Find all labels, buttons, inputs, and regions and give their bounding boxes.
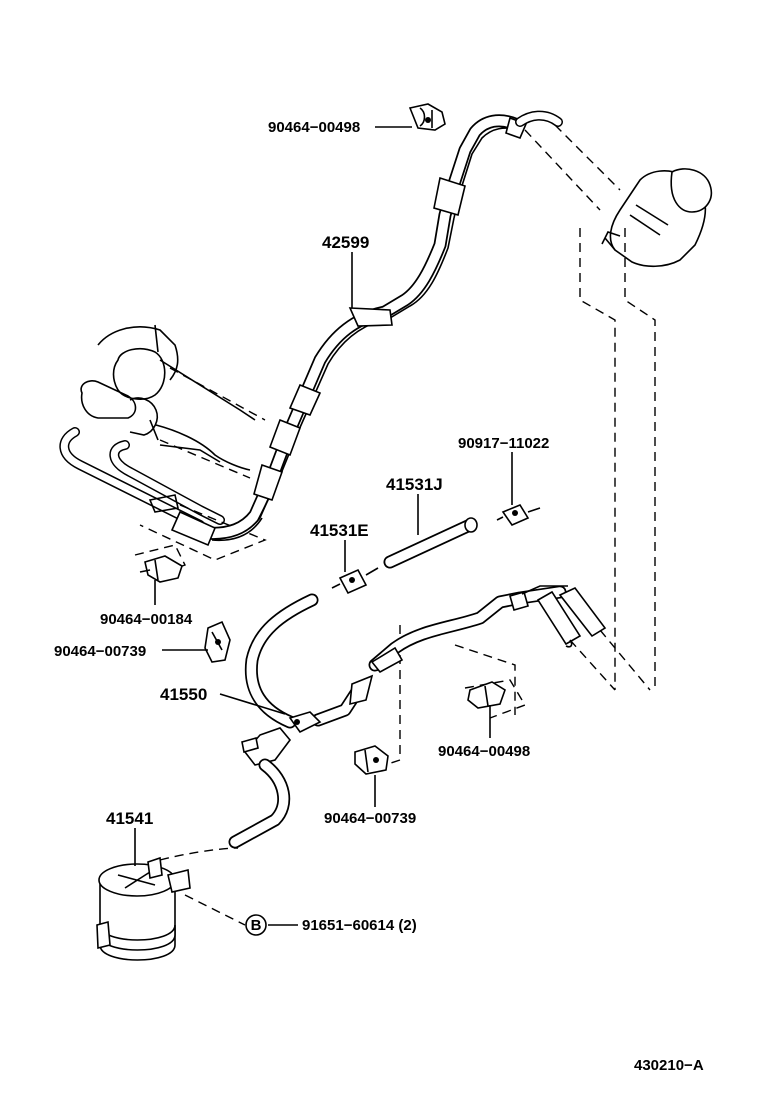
label-canister-41541: 41541 xyxy=(106,809,153,828)
leader-lines xyxy=(134,126,513,926)
valve-90917-11022 xyxy=(496,504,541,526)
bolt-circle-marker: B xyxy=(245,914,267,936)
pipe-42599 xyxy=(170,110,563,547)
label-figure-code: 430210−A xyxy=(634,1057,704,1074)
hose-41531J xyxy=(383,517,478,569)
engine-manifold xyxy=(59,324,267,561)
label-clip-00498-right: 90464−00498 xyxy=(438,743,530,760)
label-hose-41531J: 41531J xyxy=(386,475,443,494)
valve-41531E xyxy=(331,567,379,595)
label-hose-41531E: 41531E xyxy=(310,521,369,540)
canister-41541 xyxy=(96,856,191,961)
clip-90464-00739-left xyxy=(204,620,231,663)
label-clip-00184: 90464−00184 xyxy=(100,611,193,628)
dashed-leaders xyxy=(159,124,656,926)
clip-90464-00498-right xyxy=(464,679,527,719)
label-clip-00739-bottom: 90464−00739 xyxy=(324,810,416,827)
clip-90464-00739-bottom xyxy=(354,745,389,775)
bolt-letter: B xyxy=(251,917,262,934)
label-bolt-91651: 91651−60614 (2) xyxy=(302,917,417,934)
label-valve-90917: 90917−11022 xyxy=(458,435,549,452)
clip-90464-00184 xyxy=(134,544,186,583)
clip-90464-00498-top xyxy=(408,103,446,131)
label-clip-top: 90464−00498 xyxy=(268,119,360,136)
upper-right-valve xyxy=(601,168,712,268)
hose-41550 xyxy=(228,585,607,849)
label-hose-41550: 41550 xyxy=(160,685,207,704)
label-clip-00739-left: 90464−00739 xyxy=(54,643,146,660)
label-pipe-42599: 42599 xyxy=(322,233,369,252)
